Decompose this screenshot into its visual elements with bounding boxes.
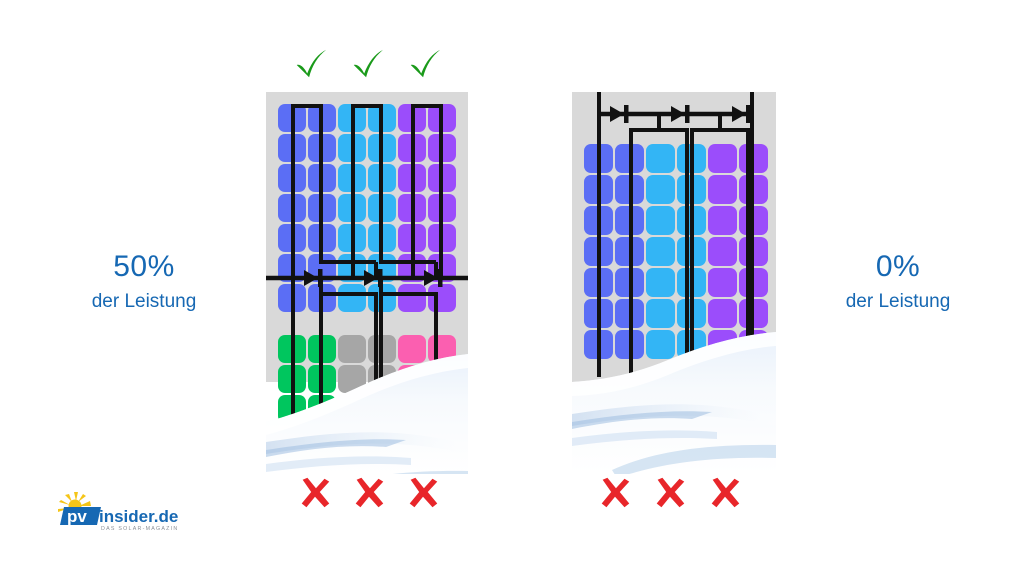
diode-icon	[304, 270, 318, 286]
snow-drift	[266, 354, 468, 474]
diode-bar	[746, 105, 751, 123]
cross-mark-icon	[711, 477, 740, 508]
diode-icon	[732, 106, 746, 122]
diode-icon	[671, 106, 685, 122]
left-panel-svg	[266, 92, 468, 474]
left-power-label: 50% der Leistung	[28, 248, 260, 313]
check-mark-icon	[410, 49, 441, 78]
bypass-diode-group	[610, 105, 751, 123]
logo-name-text: insider.de	[99, 507, 178, 526]
cross-mark-icon	[355, 477, 384, 508]
cross-mark-icon	[409, 477, 438, 508]
diode-bar	[378, 269, 383, 287]
diode-bar	[438, 269, 443, 287]
right-panel-svg	[572, 92, 776, 474]
bypass-circuit	[597, 92, 754, 377]
diode-icon	[424, 270, 438, 286]
right-bottom-cross-marks	[596, 476, 744, 510]
logo-badge	[60, 507, 101, 525]
bypass-circuit	[266, 104, 468, 454]
left-solar-panel-diagram	[266, 92, 468, 474]
cross-mark-icon	[301, 477, 330, 508]
left-top-check-marks	[292, 44, 444, 84]
bypass-diode-group	[304, 269, 443, 287]
left-power-caption: der Leistung	[91, 290, 197, 312]
right-power-percent: 0%	[875, 250, 921, 283]
diode-bar	[624, 105, 629, 123]
diode-bar	[685, 105, 690, 123]
diode-icon	[364, 270, 378, 286]
pvinsider-logo[interactable]: pv insider.de DAS SOLAR-MAGAZIN	[56, 491, 196, 533]
check-mark-icon	[353, 49, 384, 78]
right-solar-panel-diagram	[572, 92, 776, 474]
cross-mark-icon	[656, 477, 685, 508]
logo-mark-text: pv	[67, 507, 87, 526]
diode-icon	[610, 106, 624, 122]
cross-mark-icon	[601, 477, 630, 508]
left-bottom-cross-marks	[296, 476, 442, 510]
snow-drift	[572, 332, 776, 474]
logo-svg: pv insider.de DAS SOLAR-MAGAZIN	[58, 492, 178, 532]
right-power-label: 0% der Leistung	[790, 248, 1006, 313]
diode-bar	[318, 269, 323, 287]
logo-tagline-text: DAS SOLAR-MAGAZIN	[101, 526, 178, 532]
check-mark-icon	[296, 49, 327, 78]
right-power-caption: der Leistung	[845, 290, 951, 312]
left-power-percent: 50%	[113, 250, 175, 283]
